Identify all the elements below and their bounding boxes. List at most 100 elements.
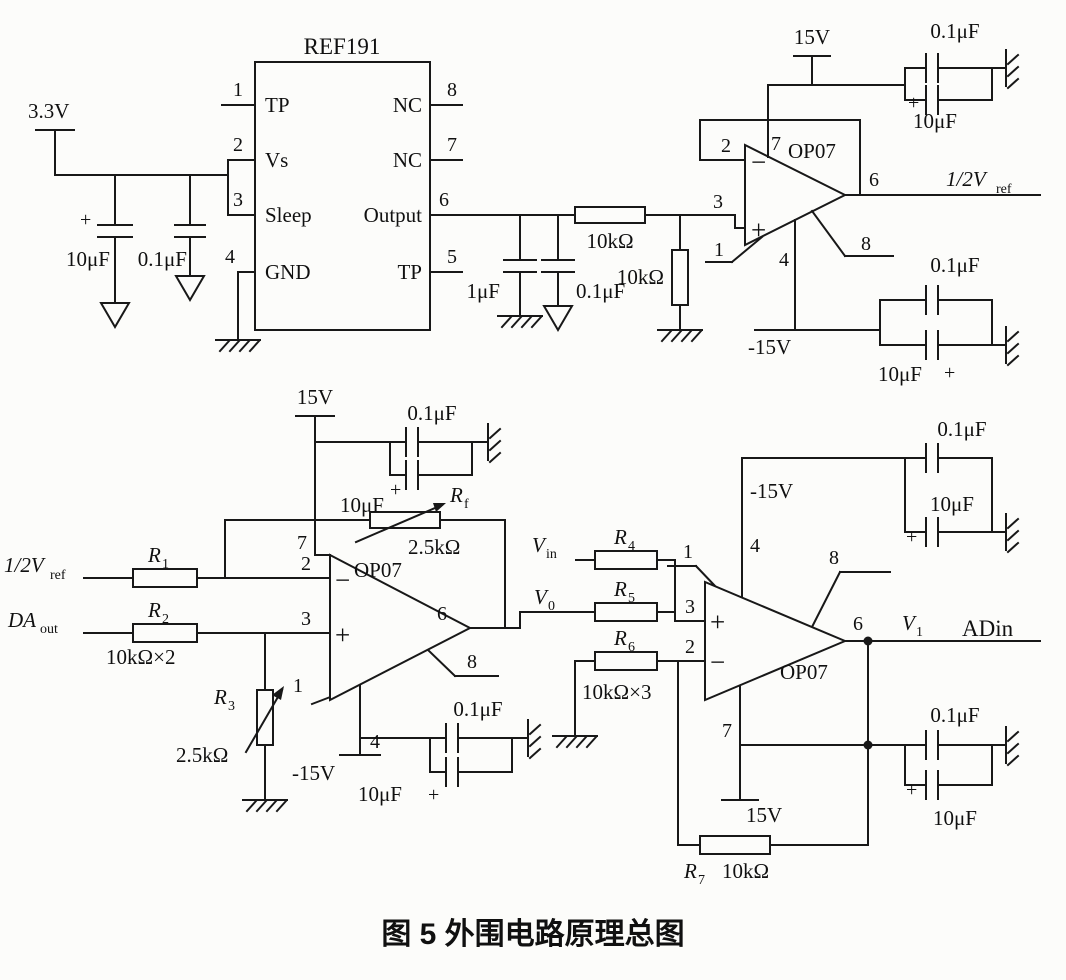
opamp-a-pin4-num: 4: [779, 249, 789, 271]
supply-3v3-wires: [35, 129, 239, 341]
opamp-a-wires: [699, 84, 1041, 331]
decoupling-p15-opamp-b: 0.1μF 10μF +: [340, 401, 501, 517]
resistor-r6-sub: 6: [628, 640, 635, 655]
cap-01uf-p15b-label: 0.1μF: [407, 401, 456, 425]
junction-dot-supply: [863, 740, 873, 750]
resistor-r2: [132, 623, 198, 643]
opamp-b-minus: −: [335, 565, 350, 595]
opamp-c-name: OP07: [780, 660, 828, 684]
m15-c-label: -15V: [750, 479, 793, 503]
opamp-a-name: OP07: [788, 139, 836, 163]
r3-value-label: 2.5kΩ: [176, 743, 228, 767]
resistor-r5-label: R: [613, 577, 627, 601]
opamp-c-pin7-num: 7: [722, 720, 732, 742]
rf-trimmer-arrowhead: [433, 503, 446, 512]
opamp-c-plus: +: [710, 607, 725, 637]
cap-10uf-input: [97, 224, 133, 238]
cap-01uf-p15a-label: 0.1μF: [930, 19, 979, 43]
resistor-series-10k-label: 10kΩ: [586, 229, 633, 253]
opamp-a-minus: −: [751, 147, 766, 177]
cap-01uf-input: [174, 224, 206, 238]
opamp-b-pin4-num: 4: [370, 731, 380, 753]
ref191-pin2-num: 2: [233, 134, 243, 156]
da-out-sub: out: [40, 622, 58, 637]
ad-in-label: ADin: [962, 616, 1014, 641]
cap-10uf-m15a: [925, 330, 939, 360]
ref191-pin2-label: Vs: [265, 148, 288, 172]
resistor-r4-sub: 4: [628, 539, 635, 554]
r4-r5-r6-value-label: 10kΩ×3: [582, 680, 651, 704]
resistor-r2-label: R: [147, 598, 161, 622]
opamp-a: − + OP07 2 3 6 7 4 1 8 1/2V ref: [699, 84, 1041, 331]
r3-trimmer-arrow: [244, 688, 284, 754]
decoupling-m15-opamp-b: 0.1μF 10μF +: [358, 697, 541, 806]
figure-caption: 图 5 外围电路原理总图: [381, 918, 684, 951]
v1-sub: 1: [916, 625, 923, 640]
resistor-r6: [594, 651, 658, 671]
resistor-r2-sub: 2: [162, 612, 169, 627]
cap-10uf-p15b: [405, 460, 419, 490]
resistor-r7-sub: 7: [698, 873, 705, 888]
opamp-c-pin6-num: 6: [853, 613, 863, 635]
half-vref-in-sub: ref: [50, 568, 66, 583]
ref-output-net: 1μF 0.1μF 10kΩ 10kΩ: [429, 206, 746, 342]
cap-10uf-m15c: [925, 517, 939, 547]
opamp-b-pin2-num: 2: [301, 553, 311, 575]
resistor-shunt-10k: [671, 249, 689, 306]
resistor-r7: [699, 835, 771, 855]
opamp-b-triangle: [329, 553, 473, 702]
cap-01uf-m15a-label: 0.1μF: [930, 253, 979, 277]
r1-r2-value-label: 10kΩ×2: [106, 645, 175, 669]
resistor-r5: [594, 602, 658, 622]
opamp-c-pin4-num: 4: [750, 535, 760, 557]
stage-c: V in V 0 R 4 R 5 R 6 10kΩ×3 R 7 10kΩ + −…: [532, 457, 1041, 888]
half-vref-out-sub: ref: [996, 182, 1012, 197]
ref191-body: [254, 61, 431, 331]
cap-10uf-m15c-label: 10μF: [930, 492, 974, 516]
cap-10uf-p15c: [925, 770, 939, 800]
cap-01uf-p15c: [925, 730, 939, 760]
cap-01uf-p15b: [405, 427, 419, 457]
half-vref-out-label: 1/2V: [946, 167, 988, 191]
cap-1uf: [503, 259, 537, 273]
ref191-pin7-label: NC: [393, 148, 422, 172]
r3-trimmer-arrowhead: [272, 686, 284, 700]
v0-label: V: [534, 585, 549, 609]
v-in-label: V: [532, 533, 547, 557]
p15-a-label: 15V: [794, 25, 830, 49]
cap-1uf-label: 1μF: [467, 279, 500, 303]
cap-10uf-m15b-polarity: +: [428, 784, 439, 806]
resistor-rf-sub: f: [464, 497, 469, 512]
rf-value-label: 2.5kΩ: [408, 535, 460, 559]
cap-10uf-m15c-polarity: +: [906, 526, 917, 548]
decoupling-p15-opamp-c: 0.1μF 10μF +: [904, 703, 1019, 830]
opamp-c-triangle: [704, 580, 848, 702]
cap-10uf-p15b-polarity: +: [390, 479, 401, 501]
m15-b-label: -15V: [292, 761, 335, 785]
p15-c-label: 15V: [746, 803, 782, 827]
half-vref-in-label: 1/2V: [4, 553, 46, 577]
cap-10uf-m15b-label: 10μF: [358, 782, 402, 806]
ref191-pin1-label: TP: [265, 93, 290, 117]
cap-01uf-ref: [541, 259, 575, 273]
rf-trimmer-arrow: [354, 503, 444, 544]
opamp-b-pin1-num: 1: [293, 675, 303, 697]
cap-01uf-p15a: [925, 53, 939, 83]
da-out-label: DA: [7, 608, 36, 632]
opamp-b-pin8-num: 8: [467, 651, 477, 673]
cap-01uf-m15b-label: 0.1μF: [453, 697, 502, 721]
opamp-b-pin3-num: 3: [301, 608, 311, 630]
decoupling-m15-opamp-a: -15V 10μF + 0.1μF: [748, 253, 1019, 386]
resistor-r6-label: R: [613, 626, 627, 650]
ref191-pin1-num: 1: [233, 79, 243, 101]
ref191-pin3-label: Sleep: [265, 203, 312, 227]
ref191-pin5-num: 5: [447, 246, 457, 268]
p15-a-wires: [767, 55, 1007, 101]
cap-01uf-m15a: [925, 285, 939, 315]
junction-dot-output: [863, 636, 873, 646]
m15-a-wires: [754, 299, 1007, 346]
ref191-pin-stubs: [221, 104, 463, 273]
